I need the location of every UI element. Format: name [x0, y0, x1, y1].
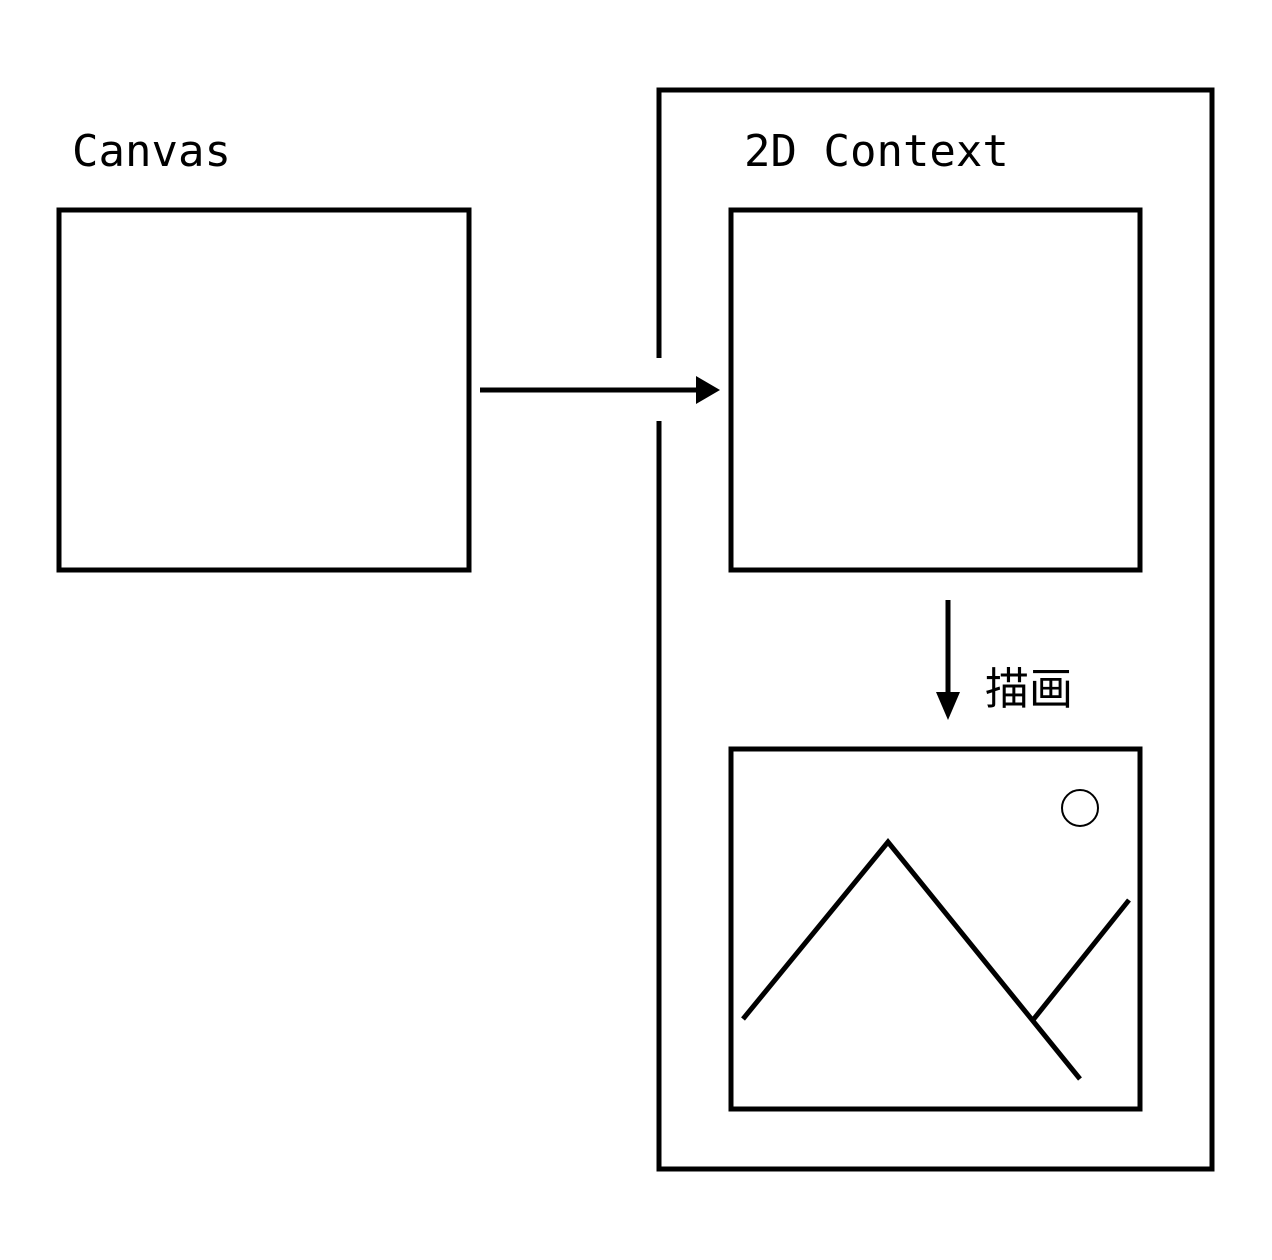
mountain-small-icon	[1031, 898, 1131, 1022]
context-label: 2D Context	[744, 126, 1009, 177]
draw-arrow	[936, 600, 960, 720]
image-icon	[728, 746, 1143, 1112]
context-frame	[656, 87, 1215, 1172]
mountain-large-icon	[741, 838, 1082, 1081]
canvas-to-context-arrow	[480, 376, 720, 404]
draw-label: 描画	[985, 664, 1073, 715]
context-box	[728, 207, 1143, 573]
sun-icon	[1061, 789, 1099, 827]
canvas-label: Canvas	[72, 126, 231, 177]
rendered-picture-box	[728, 746, 1143, 1112]
canvas-box	[56, 207, 472, 573]
